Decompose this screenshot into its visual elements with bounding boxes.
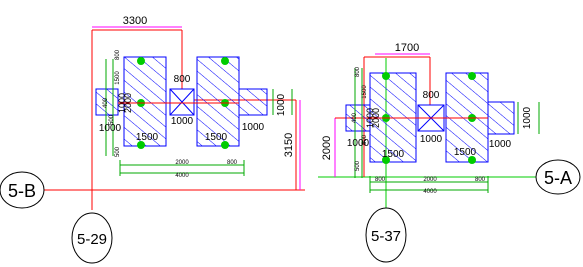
- left-vertical-d: 800: [115, 49, 121, 60]
- left-small-left: 400: [103, 97, 109, 108]
- left-vertical-b: 2000: [123, 93, 133, 113]
- right-pile: [382, 72, 390, 80]
- left-footing-2: [196, 56, 240, 147]
- left-bottom-seg-b: 800: [227, 160, 238, 166]
- left-bottom-total: 4000: [175, 173, 189, 179]
- left-row-label: 5-B: [8, 181, 36, 201]
- left-right-wing: 1000: [276, 93, 287, 116]
- left-row-grid-marker: 5-B: [0, 171, 45, 209]
- right-pile-cap-left: 1000: [347, 138, 370, 149]
- right-footing-b: 1500: [454, 147, 477, 158]
- right-vertical-c: 1500: [362, 85, 368, 99]
- right-side-dim: 2000: [321, 136, 333, 160]
- left-top-dim: 3300: [123, 15, 147, 27]
- right-col-grid-marker: 5-37: [365, 207, 407, 263]
- right-bottom-seg-c: 800: [475, 177, 486, 183]
- right-vertical-e: 500: [355, 160, 361, 171]
- left-side-dim: 3150: [283, 133, 295, 157]
- left-pile-cap-mid: 1000: [171, 116, 194, 127]
- left-vertical-c: 1500: [115, 71, 121, 85]
- left-pile: [221, 57, 229, 65]
- left-pile-cap-east: [238, 88, 268, 116]
- left-pile: [137, 57, 145, 65]
- right-pile: [468, 156, 476, 164]
- right-top-dim: 1700: [395, 42, 419, 54]
- right-row-label: 5-A: [544, 168, 572, 188]
- right-pile-cap-east: [487, 101, 515, 135]
- left-col-grid-marker: 5-29: [71, 212, 113, 264]
- left-vertical-a: 1000: [117, 93, 127, 113]
- left-bottom-seg-a: 2000: [175, 160, 189, 166]
- right-pile-cap-mid: 1000: [420, 134, 443, 145]
- right-small-left2: 500: [362, 134, 368, 145]
- right-pile-cap-right: 1000: [489, 139, 512, 150]
- right-pile-cap-west: [345, 104, 371, 132]
- right-footing-a: 1500: [382, 149, 405, 160]
- right-col-label: 5-37: [371, 228, 401, 245]
- right-bottom-total: 4000: [423, 189, 437, 195]
- left-col-label: 5-29: [77, 231, 107, 248]
- left-vertical-e: 500: [115, 146, 121, 157]
- right-small-left: 400: [352, 112, 358, 123]
- left-footing-1: [123, 56, 167, 147]
- left-pile-cap-right: 1000: [242, 122, 265, 133]
- left-foundation-plan: 3300 3150 800 1000 1000 1000 1500 1500 1…: [40, 15, 305, 210]
- right-vertical-a: 1000: [365, 108, 375, 128]
- left-pile: [221, 141, 229, 149]
- right-vertical-b: 2000: [371, 108, 381, 128]
- right-vertical-d: 800: [355, 66, 361, 77]
- left-beam-gap: 800: [174, 74, 191, 85]
- left-pile: [137, 141, 145, 149]
- right-row-grid-marker: 5-A: [535, 159, 581, 195]
- right-beam-gap: 800: [423, 90, 440, 101]
- right-bottom-seg-b: 2000: [423, 177, 437, 183]
- right-bottom-seg-a: 800: [375, 177, 386, 183]
- right-right-wing: 1000: [522, 106, 533, 129]
- right-pile: [468, 72, 476, 80]
- right-pile: [382, 156, 390, 164]
- left-pile-cap-left: 1000: [99, 123, 122, 134]
- right-foundation-plan: 1700 2000 800 1000 1000 1000 1500 1500 1…: [318, 42, 540, 208]
- left-footing-b: 1500: [205, 132, 228, 143]
- left-footing-a: 1500: [136, 132, 159, 143]
- left-small-left2: 500: [109, 114, 115, 125]
